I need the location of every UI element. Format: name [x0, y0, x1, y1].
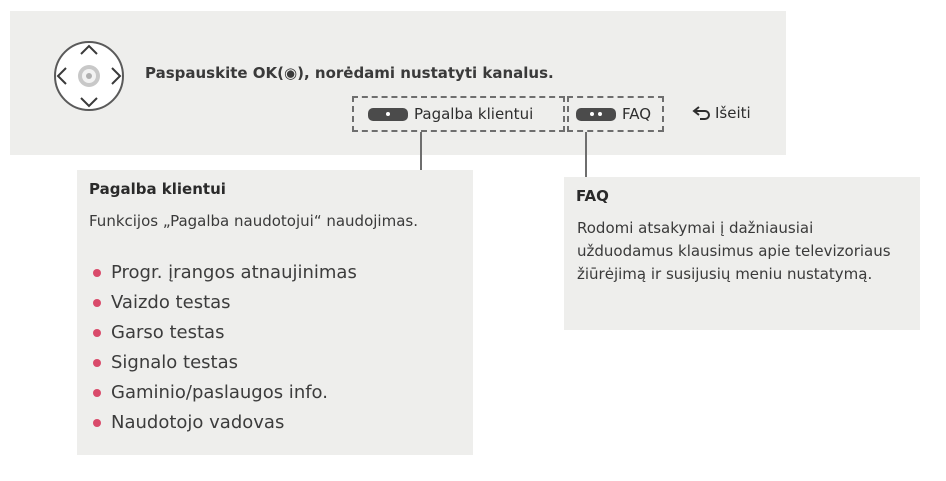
faq-callout: FAQ Rodomi atsakymai į dažniausiai užduo… — [564, 177, 920, 330]
bullet-icon — [93, 269, 101, 277]
exit-button[interactable]: Išeiti — [692, 104, 751, 122]
list-item: Garso testas — [91, 318, 357, 348]
faq-callout-title: FAQ — [576, 187, 609, 205]
ok-prompt-text: Paspauskite OK(◉), norėdami nustatyti ka… — [145, 64, 554, 82]
faq-button-label: FAQ — [622, 105, 652, 123]
help-button[interactable]: Pagalba klientui — [352, 96, 565, 132]
faq-callout-description: Rodomi atsakymai į dažniausiai užduodamu… — [577, 219, 891, 283]
bullet-icon — [93, 359, 101, 367]
faq-button[interactable]: FAQ — [567, 96, 664, 132]
help-callout-title: Pagalba klientui — [89, 180, 226, 198]
help-button-label: Pagalba klientui — [414, 105, 534, 123]
dpad-icon — [20, 40, 136, 156]
list-item: Naudotojo vadovas — [91, 408, 357, 438]
bullet-icon — [93, 329, 101, 337]
list-item: Progr. įrangos atnaujinimas — [91, 258, 357, 288]
list-item: Signalo testas — [91, 348, 357, 378]
back-arrow-icon — [692, 106, 710, 120]
double-dot-button-icon — [576, 107, 616, 121]
faq-connector-line — [585, 132, 587, 178]
help-feature-list: Progr. įrangos atnaujinimas Vaizdo testa… — [91, 258, 357, 438]
single-dot-button-icon — [368, 107, 408, 121]
list-item: Vaizdo testas — [91, 288, 357, 318]
bullet-icon — [93, 419, 101, 427]
help-callout: Pagalba klientui Funkcijos „Pagalba naud… — [77, 170, 473, 455]
help-callout-description: Funkcijos „Pagalba naudotojui“ naudojima… — [89, 212, 418, 230]
bullet-icon — [93, 389, 101, 397]
bullet-icon — [93, 299, 101, 307]
help-connector-line — [420, 132, 422, 171]
exit-label: Išeiti — [715, 104, 751, 122]
list-item: Gaminio/paslaugos info. — [91, 378, 357, 408]
